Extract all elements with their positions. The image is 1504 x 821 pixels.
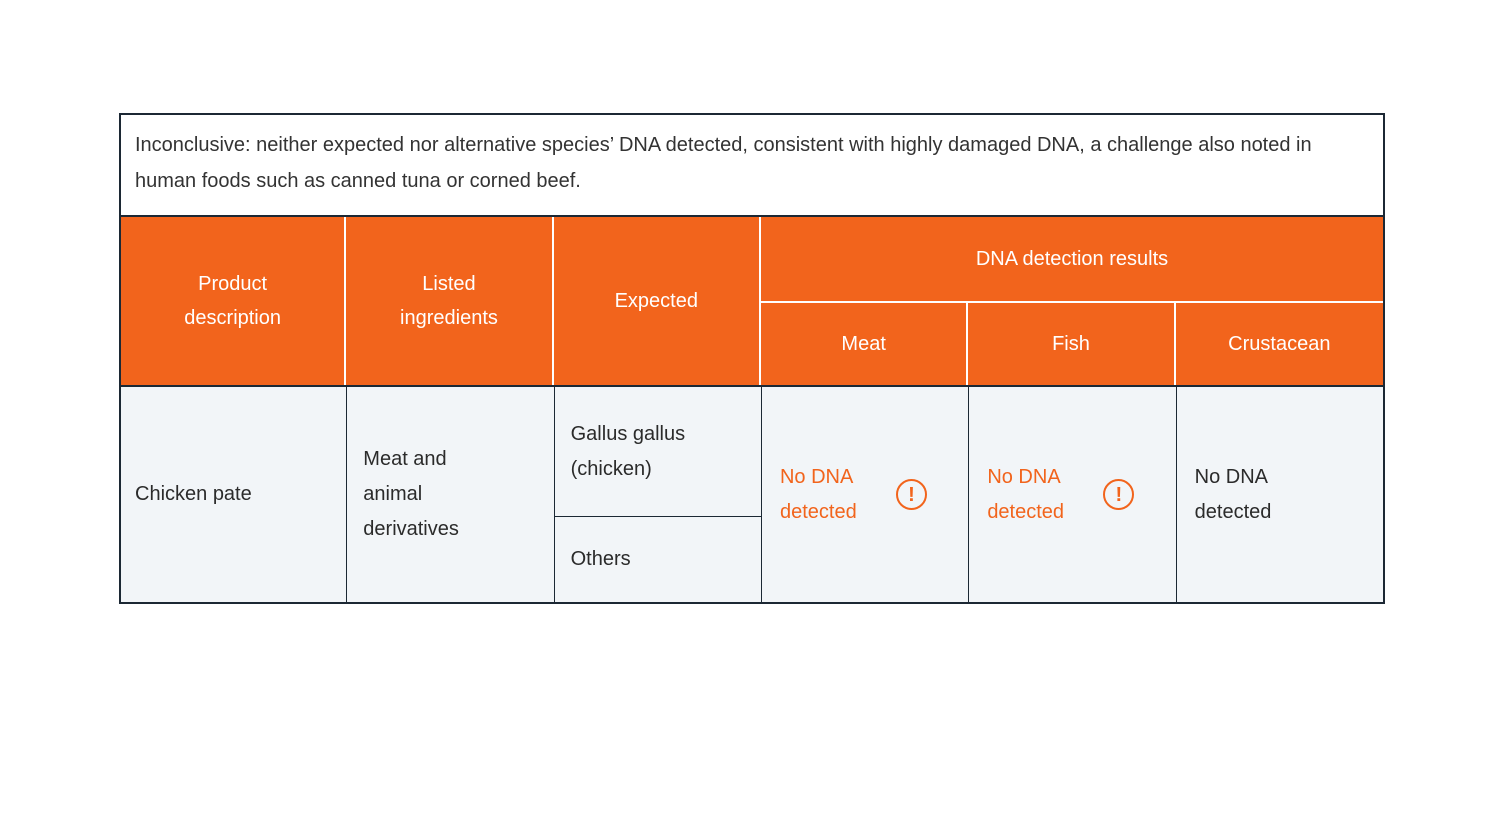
- cell-expected-others: Others: [553, 517, 761, 602]
- header-expected: Expected: [554, 217, 761, 385]
- header-product-description: Product description: [121, 217, 347, 385]
- header-product-description-label: Product description: [184, 273, 281, 329]
- note-text: Inconclusive: neither expected nor alter…: [135, 134, 1312, 192]
- cell-fish-result: No DNA detected !: [968, 387, 1175, 602]
- header-dna-detection-results: DNA detection results: [760, 217, 1383, 303]
- cell-meat-result: No DNA detected !: [760, 387, 968, 602]
- listed-ingredients-value: Meat and animal derivatives: [363, 448, 459, 540]
- header-expected-label: Expected: [614, 290, 698, 312]
- table-body: Chicken pate Meat and animal derivatives…: [121, 385, 1383, 602]
- header-listed-ingredients: Listed ingredients: [346, 217, 554, 385]
- header-crustacean-label: Crustacean: [1228, 333, 1331, 355]
- table-header: Product description Listed ingredients E…: [121, 215, 1383, 385]
- header-listed-ingredients-label: Listed ingredients: [400, 273, 498, 329]
- header-fish: Fish: [968, 303, 1176, 385]
- expected-species-value: Gallus gallus (chicken): [570, 422, 686, 480]
- meat-result-value: No DNA detected: [779, 465, 857, 523]
- fish-result-value: No DNA detected: [987, 465, 1065, 523]
- header-fish-label: Fish: [1052, 333, 1090, 355]
- header-dna-detection-results-label: DNA detection results: [975, 248, 1169, 270]
- cell-product-description: Chicken pate: [121, 387, 346, 602]
- header-meat: Meat: [761, 303, 969, 385]
- expected-others-value: Others: [570, 548, 631, 570]
- header-meat-label: Meat: [841, 333, 886, 355]
- warning-icon: !: [1103, 479, 1135, 510]
- warning-icon: !: [895, 479, 927, 510]
- cell-listed-ingredients: Meat and animal derivatives: [346, 387, 553, 602]
- header-crustacean: Crustacean: [1176, 303, 1383, 385]
- crustacean-result-value: No DNA detected: [1194, 465, 1272, 523]
- product-description-value: Chicken pate: [135, 483, 252, 505]
- cell-crustacean-result: No DNA detected: [1175, 387, 1383, 602]
- dna-results-figure: Inconclusive: neither expected nor alter…: [119, 113, 1385, 604]
- note-box: Inconclusive: neither expected nor alter…: [121, 115, 1383, 215]
- cell-expected-species: Gallus gallus (chicken): [553, 387, 761, 517]
